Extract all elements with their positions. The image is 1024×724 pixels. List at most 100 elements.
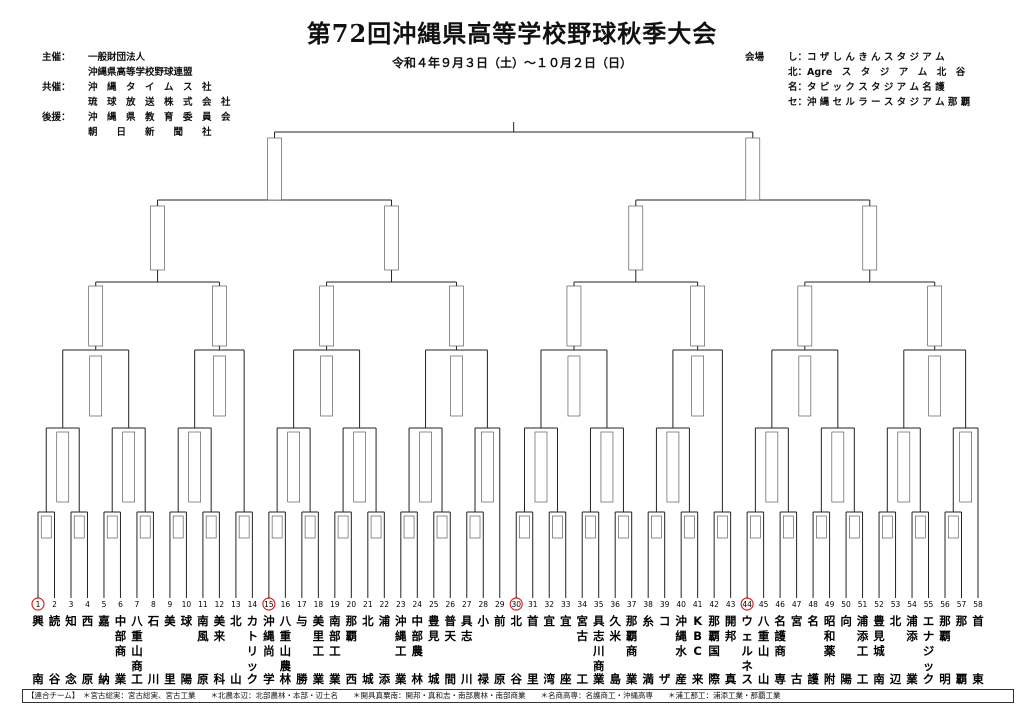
team-number: 58 [973,600,983,609]
team-name-bottom: 原 [82,672,94,686]
team-number: 26 [446,600,456,609]
team-name-top: コ [659,614,671,628]
game-box [684,515,695,539]
team-name-top: 首 [527,614,539,628]
team-number: 35 [594,600,604,609]
team-number: 14 [248,600,258,609]
venues-label [745,65,788,80]
team-name-top: 那覇 [939,614,951,643]
team-name-top: 小 [477,614,490,628]
team-number: 48 [808,600,818,609]
team-name-bottom: 谷 [510,672,522,686]
team-number: 4 [85,600,90,609]
game-box [798,355,812,417]
team-name-bottom: 林 [280,672,292,686]
team-name-bottom: 業 [625,672,638,686]
team-name-bottom: 間 [445,672,457,686]
team-name-bottom: 工 [131,672,143,686]
game-box [304,515,316,539]
team-name-top: 沖縄工 [395,614,407,658]
team-number: 17 [297,600,307,609]
game-box [481,431,494,503]
game-box [172,515,184,539]
game-box [271,515,283,539]
team-name-bottom: 里 [527,672,539,686]
game-box [628,205,644,271]
team-name-bottom: ザ [659,672,671,686]
team-number: 7 [135,600,140,609]
game-box [618,515,629,539]
team-number: 44 [742,600,752,609]
team-name-bottom: 東 [972,672,984,686]
team-name-top: 八重山 [757,614,770,658]
team-name-bottom: ス [741,672,753,686]
team-name-bottom: 座 [559,672,572,686]
organizers-value: 沖 縄 タ イ ム ス 社 [88,82,212,93]
organizers-row: 朝 日 新 聞 社 [42,125,231,140]
team-name-bottom: 業 [592,672,605,686]
game-box [122,431,136,503]
team-number: 55 [924,600,934,609]
page-title: 第72回沖縄県高等学校野球秋季大会 [306,19,718,48]
organizers-label [42,125,88,140]
game-box [238,515,250,539]
game-box [320,355,333,417]
game-box [370,515,382,539]
venues-row: 北：Agre ス タ ジ ア ム 北 谷 [745,65,970,80]
game-box [959,431,972,503]
team-number: 51 [858,600,868,609]
game-box [750,515,761,539]
game-box [40,515,52,539]
team-name-top: 球 [181,614,193,628]
organizers-row: 沖縄県高等学校野球連盟 [42,65,231,80]
game-box [205,515,217,539]
team-name-bottom: 南 [873,672,885,686]
team-number: 5 [102,600,107,609]
team-number: 3 [69,600,74,609]
game-box [881,515,893,539]
organizers-value: 琉 球 放 送 株 式 会 社 [88,97,231,108]
team-name-top: 南風 [197,614,209,643]
team-name-top: 北 [230,614,242,628]
team-number: 54 [907,600,917,609]
team-name-top: 北 [362,614,374,628]
team-name-top: 石 [147,614,160,628]
organizers-value: 一般財団法人 [88,52,146,63]
team-number: 46 [775,600,785,609]
team-name-top: 宜 [560,614,572,628]
team-name-bottom: 真 [725,672,737,686]
game-box [150,205,165,271]
venues-row: セ：沖 縄 セ ル ラ ー ス タ ジ ア ム 那 覇 [745,95,970,110]
team-name-top: 普天 [445,614,457,643]
organizers-label: 共催： [42,82,71,93]
team-name-top: 開邦 [725,614,737,643]
team-name-top: 美里工 [313,614,325,658]
venues-value: セ：沖 縄 セ ル ラ ー ス タ ジ ア ム 那 覇 [788,97,971,108]
game-box [106,515,118,539]
team-name-top: 久米 [608,614,621,643]
game-box [690,285,705,347]
team-name-bottom: 林 [412,672,424,686]
game-box [73,515,85,539]
game-box [534,431,548,503]
organizers-value: 沖 縄 県 教 育 委 員 会 [88,112,231,123]
team-name-top: 読 [49,614,61,628]
team-name-bottom: 来 [691,672,704,686]
team-name-top: 宮古 [576,614,588,643]
game-box [927,285,943,347]
organizers-label: 後援： [42,112,71,123]
team-name-bottom: 島 [609,672,621,686]
team-number: 11 [198,600,208,609]
game-box [419,431,432,503]
team-name-bottom: 附 [824,672,836,686]
game-box [651,515,662,539]
team-name-top: 沖縄尚 [263,614,275,658]
team-number: 2 [52,600,57,609]
team-number: 47 [792,600,802,609]
game-box [765,431,779,503]
team-name-top: 沖縄水 [675,614,687,658]
team-name-bottom: 西 [346,672,358,686]
team-name-bottom: 川 [147,672,160,686]
team-number: 30 [511,600,521,609]
organizers-value: 朝 日 新 聞 社 [88,127,212,138]
